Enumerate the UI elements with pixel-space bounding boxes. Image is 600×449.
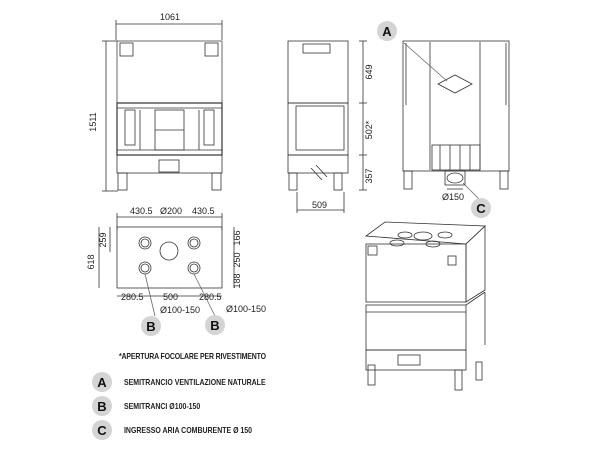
dim-top-3: 430.5 <box>192 206 215 216</box>
dim-right-1: 166 <box>232 230 242 245</box>
legend-item-a: A SEMITRANCIO VENTILAZIONE NATURALE <box>92 372 297 392</box>
callout-a: A <box>377 21 397 41</box>
dim-left-1: 259 <box>98 232 108 247</box>
dim-top-1: 430.5 <box>130 206 153 216</box>
dim-outlet: Ø150 <box>442 192 464 202</box>
dim-bottom-2: 500 <box>163 292 178 302</box>
rear-view <box>402 40 510 201</box>
legend-badge: A <box>92 372 112 392</box>
legend-text: INGRESSO ARIA COMBURENTE Ø 150 <box>124 425 253 435</box>
pipe-label-1: Ø100-150 <box>160 305 200 315</box>
dim-width: 1061 <box>160 12 180 22</box>
dim-side-width: 509 <box>312 200 327 210</box>
dim-right-3: 188 <box>232 273 242 288</box>
dim-height: 1511 <box>88 112 98 131</box>
dim-right-2: 250 <box>232 252 242 267</box>
pipe-label-2: Ø100-150 <box>226 304 266 314</box>
callout-c: C <box>471 198 491 218</box>
legend-badge: C <box>92 420 112 440</box>
legend-item-b: B SEMITRANCI Ø100-150 <box>92 396 217 416</box>
dim-left-2: 618 <box>86 254 96 269</box>
legend-note: *APERTURA FOCOLARE PER RIVESTIMENTO <box>119 351 266 361</box>
dim-side-h1: 649 <box>364 64 374 79</box>
legend-text: SEMITRANCI Ø100-150 <box>124 401 201 411</box>
dim-side-h3: 357 <box>364 168 374 183</box>
callout-b-right: B <box>205 315 225 335</box>
legend-item-c: C INGRESSO ARIA COMBURENTE Ø 150 <box>92 420 280 440</box>
callout-b-left: B <box>141 316 161 336</box>
dim-side-h2: 502* <box>364 120 374 139</box>
side-view <box>287 40 367 213</box>
front-view <box>102 20 223 192</box>
dim-top-2: Ø200 <box>160 206 182 216</box>
dim-bottom-1: 280.5 <box>121 292 144 302</box>
legend-badge: B <box>92 396 112 416</box>
dim-bottom-3: 280.5 <box>199 292 222 302</box>
top-view <box>98 213 235 317</box>
isometric-view <box>364 221 486 391</box>
legend-text: SEMITRANCIO VENTILAZIONE NATURALE <box>124 377 266 387</box>
